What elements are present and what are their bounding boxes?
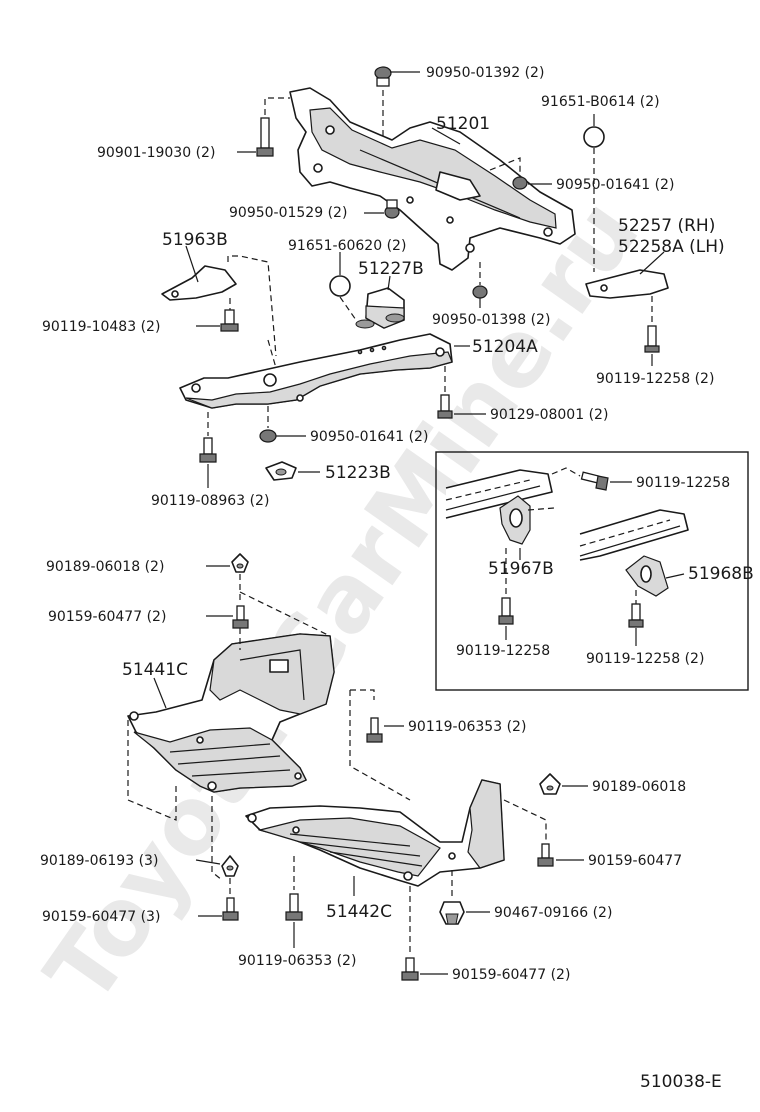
label-90189-06018-right: 90189-06018: [592, 779, 686, 795]
label-90119-12258-upper: 90119-12258 (2): [596, 371, 714, 387]
guide-51442C-right: [503, 799, 547, 842]
leader-lines: [153, 71, 685, 975]
nut-90950-01398: [472, 262, 488, 299]
ref-b-circle-upper: [583, 126, 605, 272]
label-51204A: 51204A: [472, 337, 538, 357]
label-52257: 52257 (RH): [618, 216, 715, 236]
label-90950-01529: 90950-01529 (2): [229, 205, 347, 221]
label-90129-08001: 90129-08001 (2): [490, 407, 608, 423]
label-51968B: 51968B: [688, 564, 754, 584]
label-90119-06353-lower: 90119-06353 (2): [238, 953, 356, 969]
label-91651-60620: 91651-60620 (2): [288, 238, 406, 254]
bolt-90901-19030: [256, 97, 290, 157]
bracket-51963B: [161, 255, 277, 357]
inset-detail-box: [435, 451, 749, 691]
label-90950-01641-lower: 90950-01641 (2): [310, 429, 428, 445]
undercover-51441C: [127, 633, 335, 793]
label-51227B: 51227B: [358, 259, 424, 279]
bolt-90119-06353-lower: [285, 856, 303, 921]
crossmember-51201: [289, 87, 576, 271]
clip-90189-06193: [211, 796, 239, 896]
label-51201: 51201: [436, 114, 490, 134]
bolt-90159-60477-bottom: [401, 886, 419, 981]
bolt-90129-08001: [437, 366, 453, 419]
label-90119-10483: 90119-10483 (2): [42, 319, 160, 335]
nut-90950-01641-lower: [259, 406, 277, 443]
label-90950-01392: 90950-01392 (2): [426, 65, 544, 81]
guide-51441C-left: [127, 720, 177, 821]
label-90119-12258-inset-top: 90119-12258: [636, 475, 730, 491]
label-90159-60477-lower-left: 90159-60477 (3): [42, 909, 160, 925]
label-51442C: 51442C: [326, 902, 392, 922]
label-52258A: 52258A (LH): [618, 237, 725, 257]
label-51963B: 51963B: [162, 230, 228, 250]
label-90119-12258-inset-left: 90119-12258: [456, 643, 550, 659]
nut-90950-01392: [374, 66, 392, 138]
label-90467-09166: 90467-09166 (2): [494, 905, 612, 921]
label-90159-60477-right: 90159-60477: [588, 853, 682, 869]
label-90189-06018-upper: 90189-06018 (2): [46, 559, 164, 575]
label-51441C: 51441C: [122, 660, 188, 680]
label-90159-60477-upper: 90159-60477 (2): [48, 609, 166, 625]
ref-b-circle-lower: [329, 275, 357, 321]
clip-90189-06018-upper: [231, 553, 249, 604]
bolt-90159-60477-right: [537, 843, 554, 867]
nut-90950-01641-upper: [489, 157, 528, 190]
label-90119-08963: 90119-08963 (2): [151, 493, 269, 509]
guide-51441C-right: [349, 689, 411, 801]
label-91651-B0614: 91651-B0614 (2): [541, 94, 660, 110]
bolt-90159-60477-upper: [232, 605, 249, 650]
watermark: Toyota-CarMine.ru: [25, 181, 659, 1023]
label-90119-06353-upper: 90119-06353 (2): [408, 719, 526, 735]
bolt-90119-08963: [199, 412, 217, 463]
label-90901-19030: 90901-19030 (2): [97, 145, 215, 161]
label-51967B: 51967B: [488, 559, 554, 579]
label-90119-12258-inset-right: 90119-12258 (2): [586, 651, 704, 667]
nut-90950-01529: [384, 199, 400, 219]
undercover-51442C: [245, 779, 505, 887]
washer-51223B: [265, 461, 297, 481]
label-90159-60477-bottom: 90159-60477 (2): [452, 967, 570, 983]
mount-51227B: [355, 287, 405, 329]
label-90189-06193: 90189-06193 (3): [40, 853, 158, 869]
clip-90189-06018-right: [539, 773, 561, 795]
label-90950-01398: 90950-01398 (2): [432, 312, 550, 328]
clip-90467-09166: [439, 870, 465, 925]
guide-51441C-top: [239, 591, 331, 637]
crossmember-51204A: [179, 333, 453, 409]
label-90950-01641-upper: 90950-01641 (2): [556, 177, 674, 193]
bolt-90159-60477-lower-left: [222, 897, 239, 921]
bolt-90119-06353-upper: [366, 717, 383, 743]
label-51223B: 51223B: [325, 463, 391, 483]
diagram-code: 510038-E: [640, 1072, 722, 1092]
